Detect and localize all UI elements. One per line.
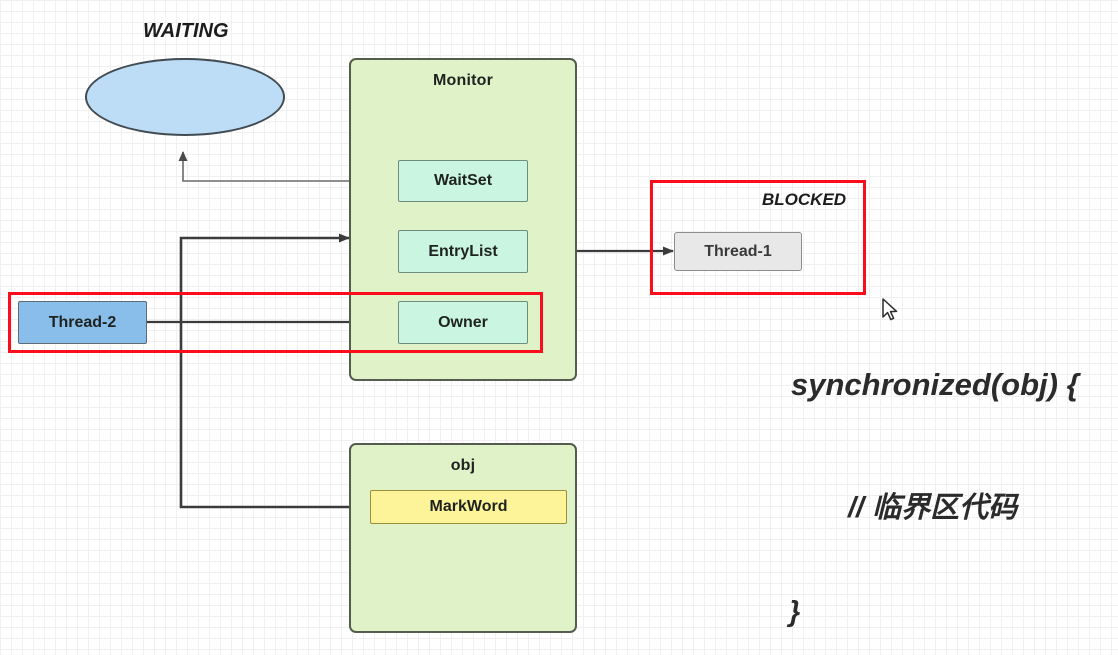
monitor-slot-entrylist-label: EntryList [428,242,498,260]
obj-slot-markword[interactable]: MarkWord [370,490,567,524]
monitor-slot-waitset[interactable]: WaitSet [398,160,528,202]
state-label-blocked: BLOCKED [762,190,847,209]
code-line-critical-section: // 临界区代码 [848,492,1018,524]
owner-highlight-box [8,292,543,353]
thread-2-label: Thread-2 [48,313,117,331]
mouse-cursor [882,298,898,321]
waiting-ellipse[interactable] [85,58,285,136]
monitor-title: Monitor [432,72,494,89]
thread-2-node[interactable]: Thread-2 [18,301,147,344]
monitor-slot-entrylist[interactable]: EntryList [398,230,528,273]
obj-title: obj [450,457,476,474]
obj-container[interactable]: obj [349,443,577,633]
connector-markword-to-monitor [179,233,370,509]
thread-1-label: Thread-1 [704,242,772,260]
code-line-synchronized: synchronized(obj) { [791,367,1079,402]
thread-1-node[interactable]: Thread-1 [674,232,802,271]
blocked-highlight-box [650,180,866,295]
code-line-close-brace: } [789,596,801,628]
monitor-slot-owner-label: Owner [438,313,488,331]
obj-slot-markword-label: MarkWord [429,498,508,515]
monitor-slot-waitset-label: WaitSet [433,172,493,189]
monitor-slot-owner[interactable]: Owner [398,301,528,344]
state-label-waiting: WAITING [143,20,229,42]
